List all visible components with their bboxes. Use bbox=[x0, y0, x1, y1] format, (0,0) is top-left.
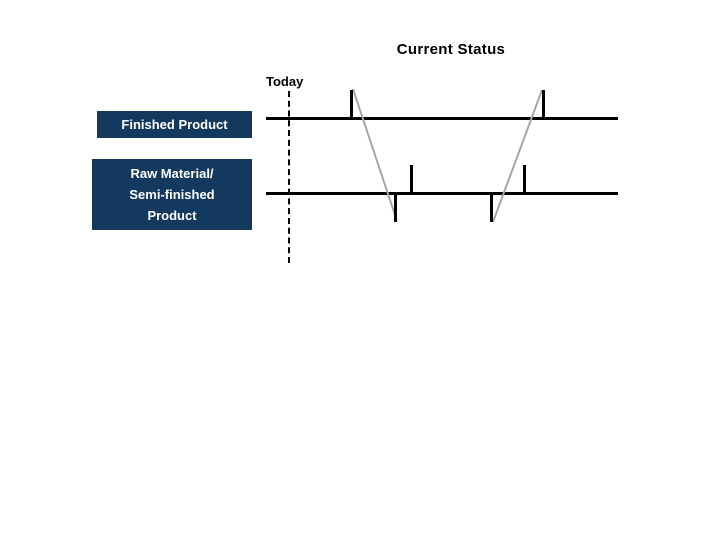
raw-material-label-box: Raw Material/ Semi-finished Product bbox=[92, 159, 252, 230]
finished-uptick-mark bbox=[542, 90, 545, 118]
finished-uptick-mark bbox=[350, 90, 353, 118]
finished-product-timeline bbox=[266, 117, 618, 120]
connector-line bbox=[492, 89, 543, 223]
raw-material-label-line3: Product bbox=[147, 208, 197, 223]
raw-downtick-mark bbox=[394, 194, 397, 222]
slide-title: Current Status bbox=[396, 41, 506, 58]
connector-line bbox=[352, 88, 398, 222]
raw-material-timeline bbox=[266, 192, 618, 195]
raw-material-label-line2: Semi-finished bbox=[129, 187, 215, 202]
raw-uptick-mark bbox=[410, 165, 413, 193]
finished-product-label-text: Finished Product bbox=[121, 117, 228, 132]
today-label: Today bbox=[266, 74, 304, 89]
today-dashed-line bbox=[288, 91, 290, 263]
raw-uptick-mark bbox=[523, 165, 526, 193]
finished-product-label-box: Finished Product bbox=[97, 111, 252, 138]
raw-material-label-line1: Raw Material/ bbox=[130, 166, 214, 181]
raw-downtick-mark bbox=[490, 194, 493, 222]
